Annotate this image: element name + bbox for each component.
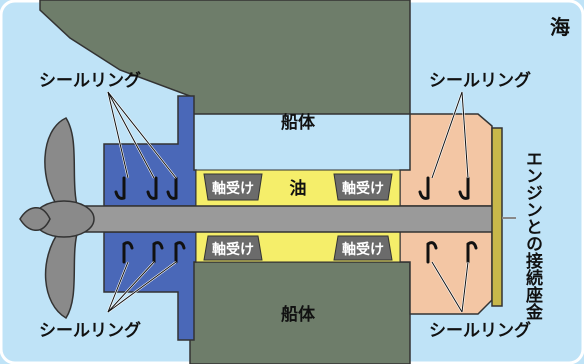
label-bearing-upper-right: 軸受け	[342, 180, 384, 197]
label-bearing-upper-left: 軸受け	[212, 180, 254, 197]
seal-ring-bl-1	[122, 241, 134, 264]
seal-ring-tr-2	[458, 176, 470, 200]
seal-ring-bl-2	[152, 241, 164, 264]
label-hull-top: 船体	[281, 112, 316, 133]
seal-ring-tl-2	[146, 176, 158, 200]
propeller	[19, 117, 95, 320]
label-seal-top-right: シールリング	[429, 70, 531, 91]
bearing-lower-left	[203, 235, 263, 261]
seal-housing-right-upper	[399, 113, 493, 207]
bearing-upper-right	[333, 173, 393, 201]
label-seal-bottom-right: シールリング	[429, 320, 531, 341]
seal-rings	[114, 176, 478, 264]
bearing-upper-left	[203, 173, 263, 201]
propeller-shaft	[69, 205, 501, 233]
label-bearing-lower-left: 軸受け	[212, 241, 254, 258]
leader-lines	[107, 91, 516, 313]
label-seal-bottom-left: シールリング	[39, 320, 141, 341]
seal-housing-right-lower	[399, 229, 493, 315]
label-bearing-lower-right: 軸受け	[342, 241, 384, 258]
seal-ring-tr-1	[418, 176, 430, 200]
seal-ring-bl-3	[174, 241, 186, 264]
label-seal-top-left: シールリング	[39, 70, 141, 91]
label-oil: 油	[290, 178, 307, 199]
seal-ring-br-2	[466, 241, 478, 264]
label-engine-joint: エンジンとの接続座金	[522, 150, 544, 320]
label-sea: 海	[550, 15, 570, 39]
engine-washer	[491, 127, 503, 307]
seal-ring-tl-1	[114, 176, 126, 200]
seal-ring-tl-3	[166, 176, 178, 200]
seal-ring-br-1	[426, 241, 438, 264]
bearing-lower-right	[333, 235, 393, 261]
label-hull-bottom: 船体	[281, 304, 316, 325]
